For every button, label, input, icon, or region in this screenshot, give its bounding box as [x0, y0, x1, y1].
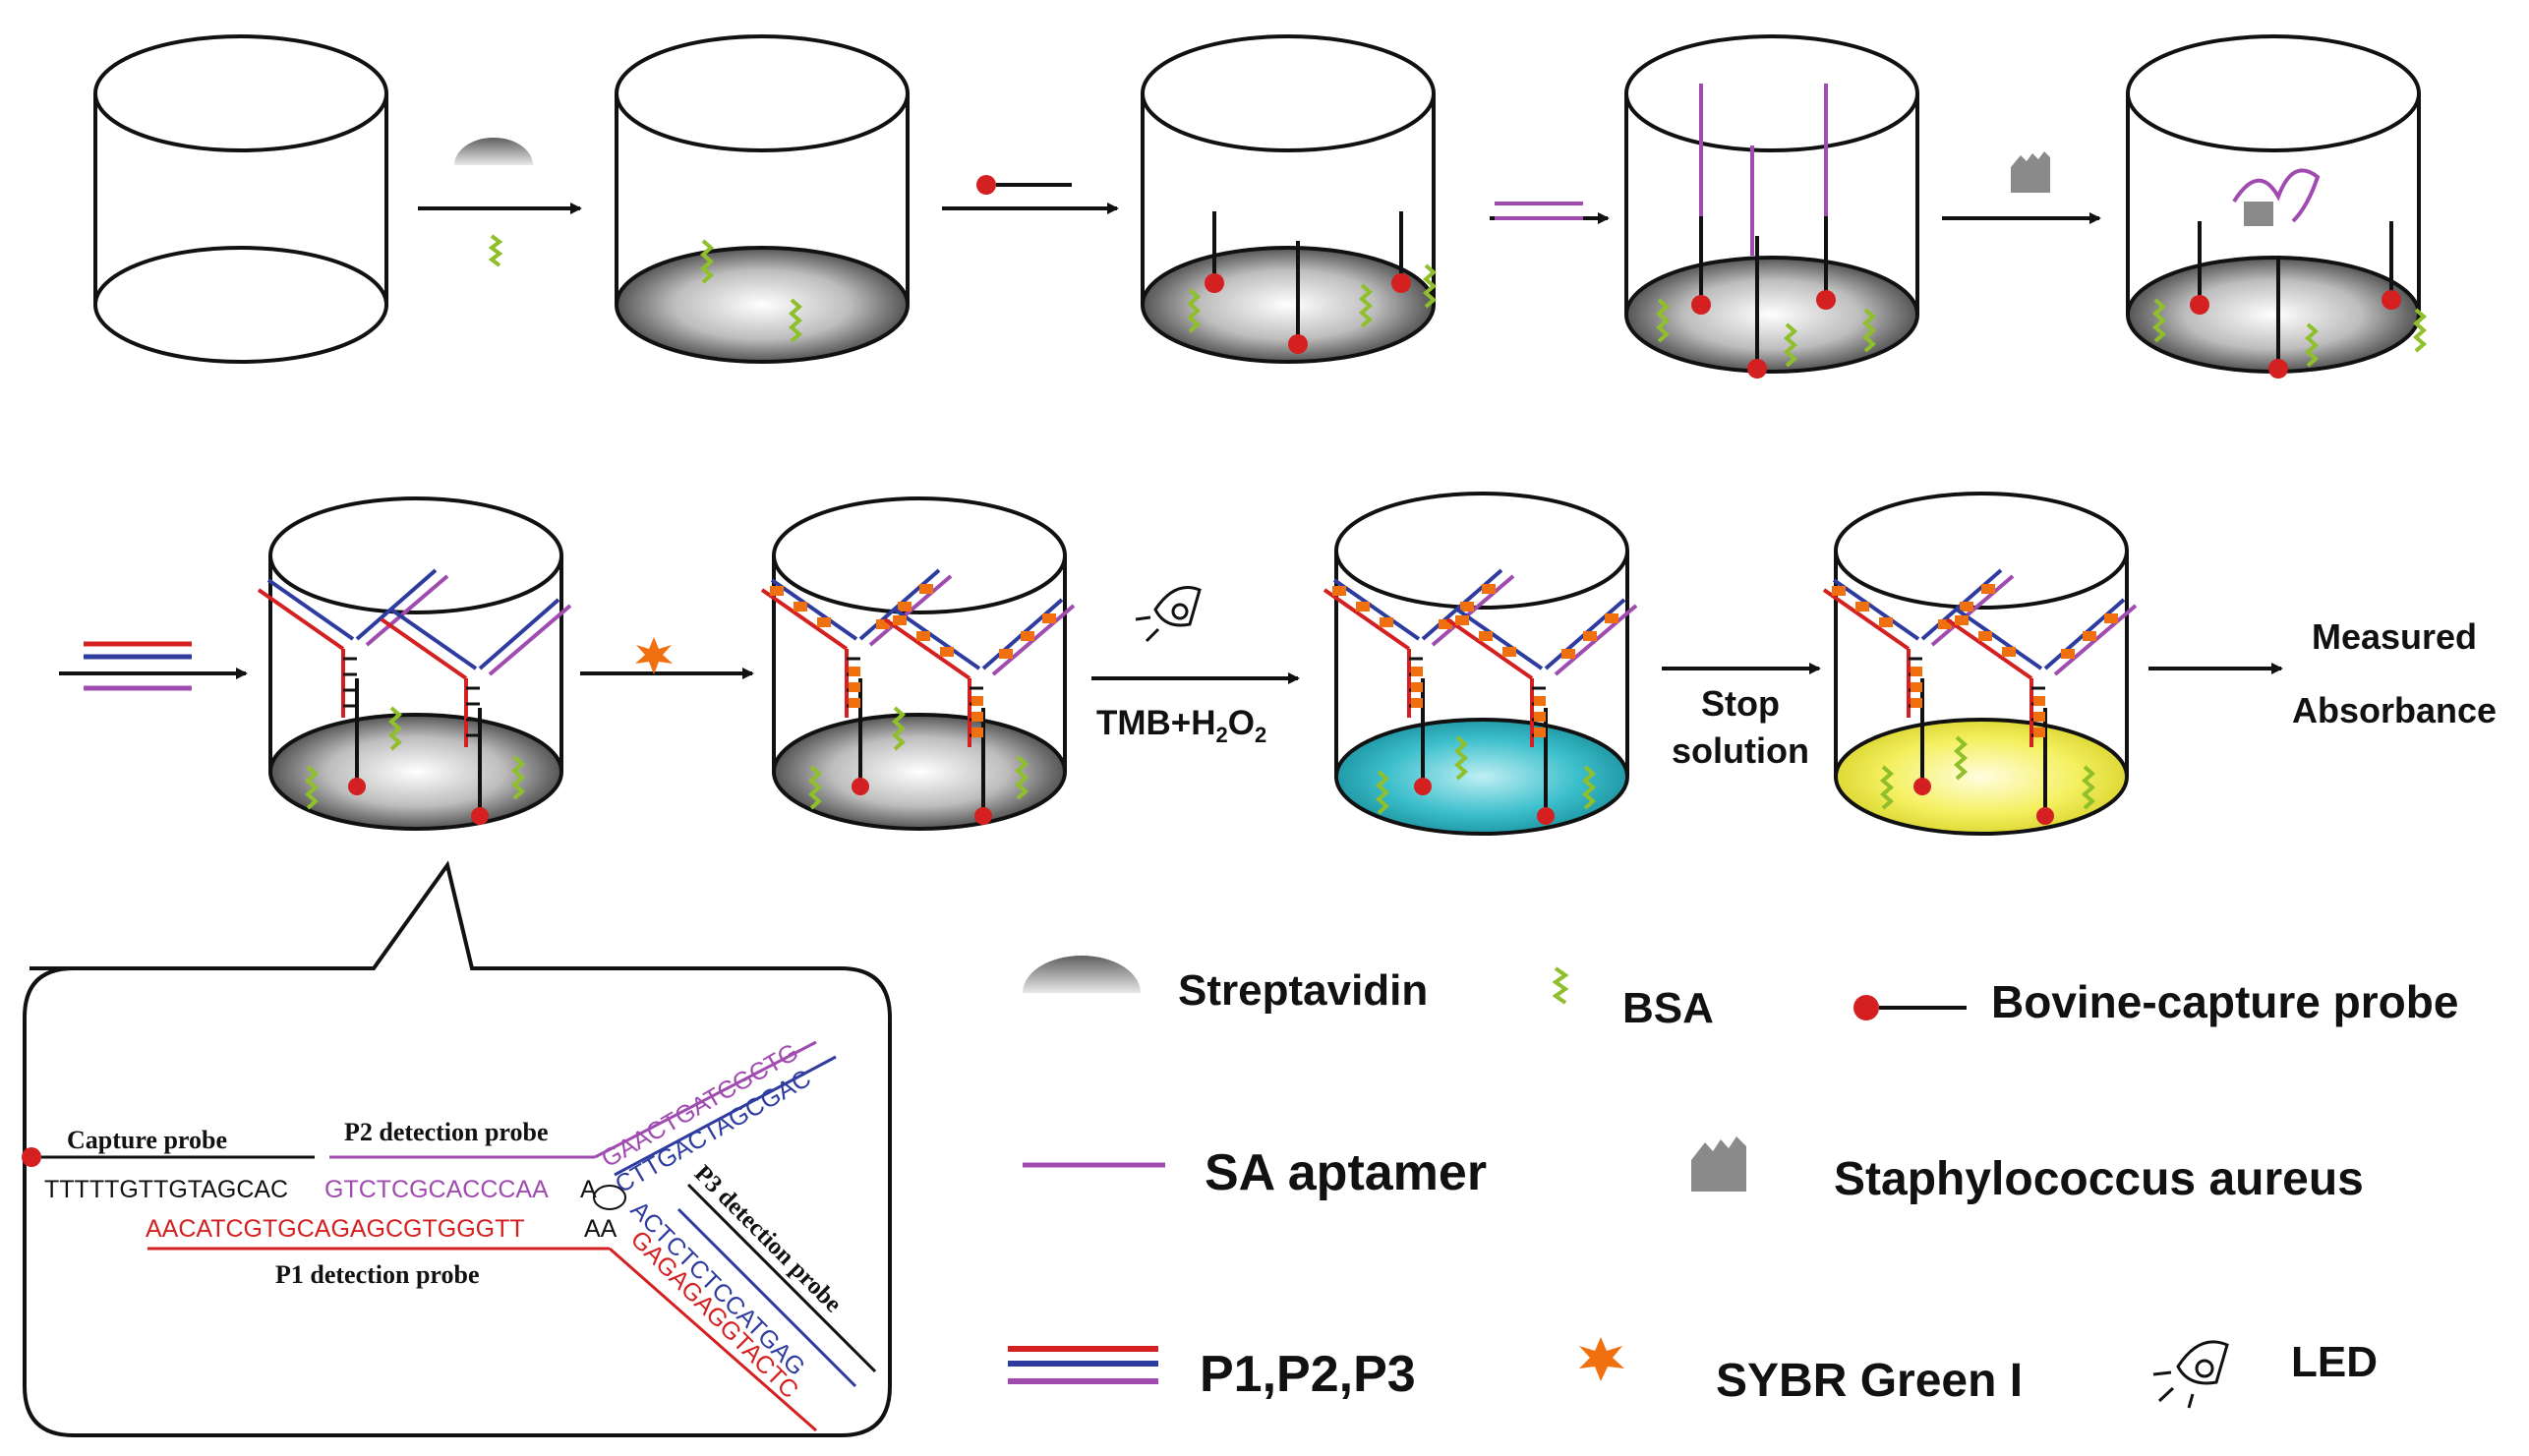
- legend-bovine-capture-probe: Bovine-capture probe: [1991, 976, 2458, 1027]
- aa-seq: AA: [584, 1215, 618, 1243]
- p1-label: P1 detection probe: [275, 1260, 480, 1289]
- y-structure: [1323, 568, 1515, 795]
- capture-probe-reagent-icon: [976, 175, 1072, 195]
- bsa-molecule: [2304, 322, 2320, 368]
- y-structure: [883, 598, 1076, 825]
- row1-wells: [93, 34, 2428, 379]
- well-5-staph: [2126, 34, 2428, 379]
- led-reagent-icon: [1135, 586, 1202, 643]
- biotin-dot: [2190, 295, 2209, 315]
- bsa-molecule: [510, 755, 526, 800]
- bsa-molecule: [1879, 765, 1895, 810]
- biotin-dot: [2382, 290, 2401, 310]
- sybr-icon: [1579, 1337, 1624, 1381]
- aptamer-reagent-icon: [1495, 202, 1583, 220]
- p2-label: P2 detection probe: [344, 1118, 549, 1146]
- bsa-molecule: [1375, 770, 1390, 815]
- legend-streptavidin: Streptavidin: [1178, 966, 1428, 1015]
- legend-sa-aptamer: SA aptamer: [1205, 1144, 1487, 1201]
- bsa-molecule: [1953, 735, 1969, 781]
- bsa-molecule: [1186, 288, 1202, 333]
- stop-label-line2: solution: [1672, 730, 1809, 771]
- bsa-molecule: [1655, 298, 1671, 343]
- biotin-dot: [1691, 295, 1711, 315]
- bsa-molecule: [807, 765, 823, 810]
- bsa-molecule: [1783, 322, 1798, 368]
- legend-led: LED: [2291, 1338, 2378, 1386]
- biotin-dot: [1816, 290, 1836, 310]
- p123-icon: [1008, 1346, 1158, 1384]
- measured-label-line2: Absorbance: [2292, 690, 2497, 730]
- capture-seq: TTTTTGTTGTAGCAC: [44, 1176, 288, 1203]
- y-structure: [1945, 598, 2138, 825]
- bsa-molecule: [1422, 263, 1438, 309]
- bsa-molecule: [2412, 308, 2428, 353]
- bound-aptamer: [2232, 168, 2321, 223]
- stop-label-line1: Stop: [1701, 683, 1780, 724]
- legend-sybr: SYBR Green I: [1716, 1355, 2023, 1407]
- biotin-dot: [1747, 359, 1767, 379]
- a-seq: A: [580, 1176, 597, 1203]
- y-structure: [380, 598, 572, 825]
- staph-cell: [2244, 202, 2273, 226]
- legend-bsa: BSA: [1622, 984, 1714, 1032]
- bsa-molecule: [891, 706, 907, 751]
- bsa-molecule: [788, 298, 803, 343]
- well-9-stop: [1822, 492, 2138, 836]
- bsa-molecule: [387, 706, 403, 751]
- legend: Streptavidin BSA Bovine-capture probe SA…: [1008, 956, 2458, 1409]
- legend-staph: Staphylococcus aureus: [1834, 1153, 2364, 1205]
- bsa-molecule: [1581, 765, 1597, 810]
- biotin-dot: [2268, 359, 2288, 379]
- biotin-dot: [1288, 334, 1308, 354]
- bsa-reagent-icon: [488, 234, 503, 267]
- bsa-molecule: [304, 765, 320, 810]
- sybr-reagent-icon: [635, 637, 673, 674]
- bsa-molecule: [1358, 283, 1374, 328]
- bsa-molecule: [1453, 735, 1469, 781]
- inset-biotin-icon: [22, 1147, 41, 1167]
- tmb-label: TMB+H2O2: [1096, 704, 1266, 747]
- y-structure: [760, 568, 953, 795]
- y-structure: [257, 568, 449, 795]
- p123-reagent-icon: [84, 641, 192, 691]
- biotin-dot: [1205, 273, 1224, 293]
- streptavidin-reagent-icon: [454, 138, 533, 165]
- legend-p123: P1,P2,P3: [1200, 1346, 1416, 1403]
- measured-label-line1: Measured: [2312, 616, 2477, 657]
- capture-probe-icon: [1853, 995, 1967, 1020]
- bsa-icon: [1552, 966, 1569, 1005]
- row2-wells: [257, 492, 2138, 836]
- well-8-tmb: [1323, 492, 1638, 836]
- y-structure: [1445, 598, 1638, 825]
- bsa-molecule: [1861, 308, 1877, 353]
- p1-seq: AACATCGTGCAGAGCGTGGGTT: [146, 1215, 525, 1243]
- led-icon: [2152, 1340, 2229, 1409]
- arrows: [59, 203, 2283, 684]
- p2-seq: GTCTCGCACCCAA: [324, 1176, 549, 1203]
- staph-icon: [1691, 1136, 1746, 1192]
- capture-probe-label: Capture probe: [67, 1126, 227, 1154]
- well-3-capture-probe: [1141, 34, 1438, 364]
- staph-reagent-icon: [2011, 151, 2050, 193]
- well-2-streptavidin: [615, 34, 910, 364]
- biotin-dot: [1391, 273, 1411, 293]
- zoom-callout: [23, 860, 892, 1437]
- well-6-hybridization: [257, 496, 572, 831]
- bsa-molecule: [2081, 765, 2096, 810]
- well-7-sybr: [760, 496, 1076, 831]
- well-4-aptamer: [1624, 34, 1919, 379]
- bsa-molecule: [699, 239, 715, 284]
- bsa-molecule: [2151, 298, 2167, 343]
- y-structure: [1822, 568, 2015, 795]
- bsa-molecule: [1014, 755, 1029, 800]
- well-1-empty: [93, 34, 388, 364]
- streptavidin-icon: [1023, 956, 1141, 993]
